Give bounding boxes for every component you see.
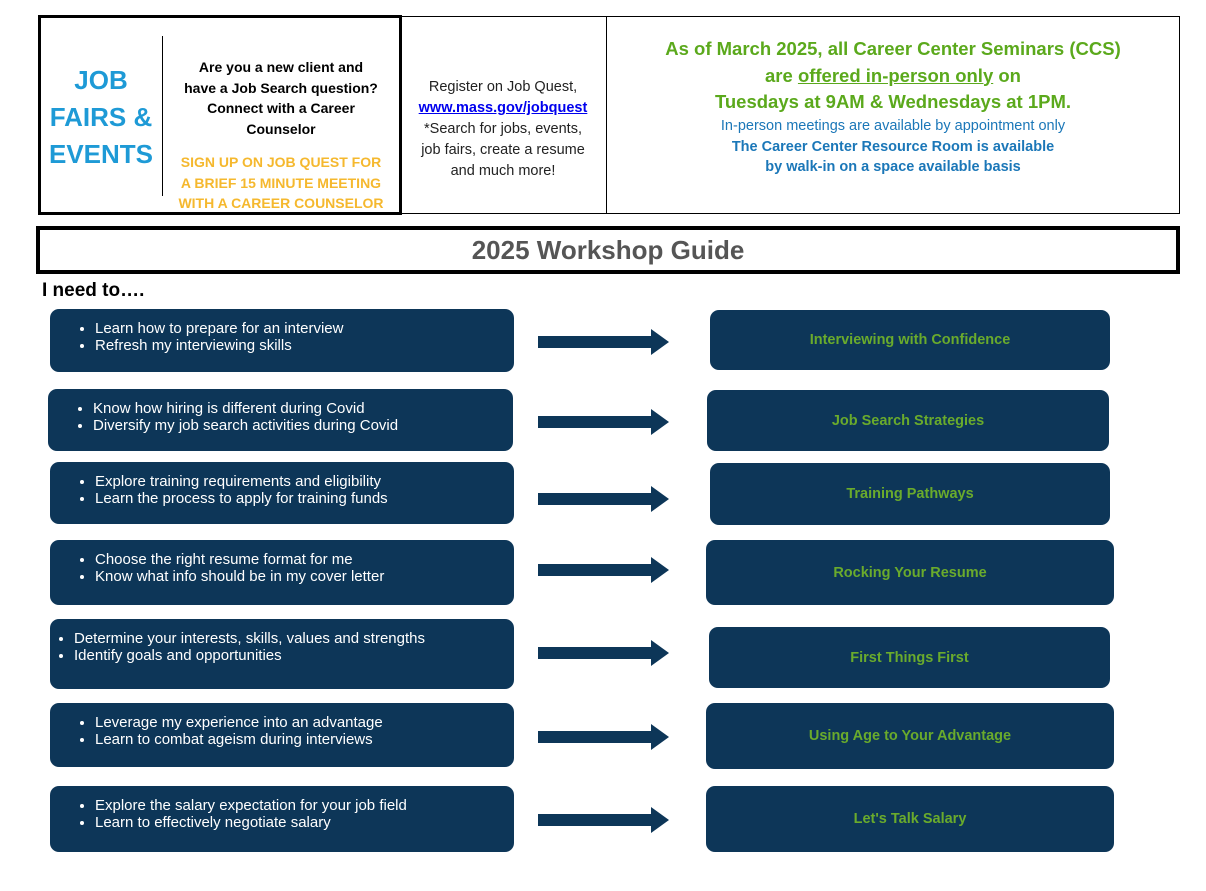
jobquest-link[interactable]: www.mass.gov/jobquest — [418, 100, 588, 116]
workshop-age[interactable]: Using Age to Your Advantage — [706, 703, 1114, 769]
header-divider — [162, 36, 163, 196]
workshop-job-search[interactable]: Job Search Strategies — [707, 390, 1109, 451]
register-text: Register on Job Quest, www.mass.gov/jobq… — [418, 79, 588, 179]
ccs-notes: In-person meetings are available by appo… — [720, 118, 1066, 175]
arrow-icon — [538, 409, 669, 435]
workshop-resume[interactable]: Rocking Your Resume — [706, 540, 1114, 605]
job-fairs-heading: JOB FAIRS & EVENTS — [48, 65, 154, 169]
need-box-training: Explore training requirements and eligib… — [50, 462, 514, 524]
need-box-interests: Determine your interests, skills, values… — [50, 619, 514, 689]
workshop-salary[interactable]: Let's Talk Salary — [706, 786, 1114, 852]
ccs-announcement: As of March 2025, all Career Center Semi… — [665, 38, 1121, 112]
need-box-interview: Learn how to prepare for an interviewRef… — [50, 309, 514, 372]
job-fairs-cell — [38, 15, 402, 215]
arrow-icon — [538, 329, 669, 355]
need-label: I need to…. — [42, 280, 145, 301]
workshop-first-things[interactable]: First Things First — [709, 627, 1110, 688]
need-box-covid: Know how hiring is different during Covi… — [48, 389, 513, 451]
arrow-icon — [538, 557, 669, 583]
need-box-age: Leverage my experience into an advantage… — [50, 703, 514, 767]
arrow-icon — [538, 486, 669, 512]
need-box-resume: Choose the right resume format for meKno… — [50, 540, 514, 605]
arrow-icon — [538, 724, 669, 750]
need-box-salary: Explore the salary expectation for your … — [50, 786, 514, 852]
new-client-text: Are you a new client and have a Job Sear… — [184, 59, 378, 137]
register-cell — [400, 16, 607, 214]
workshop-guide-title: 2025 Workshop Guide — [36, 226, 1180, 274]
arrow-icon — [538, 640, 669, 666]
signup-text: SIGN UP ON JOB QUEST FOR A BRIEF 15 MINU… — [178, 154, 384, 211]
workshop-interviewing[interactable]: Interviewing with Confidence — [710, 310, 1110, 370]
arrow-icon — [538, 807, 669, 833]
workshop-training[interactable]: Training Pathways — [710, 463, 1110, 525]
